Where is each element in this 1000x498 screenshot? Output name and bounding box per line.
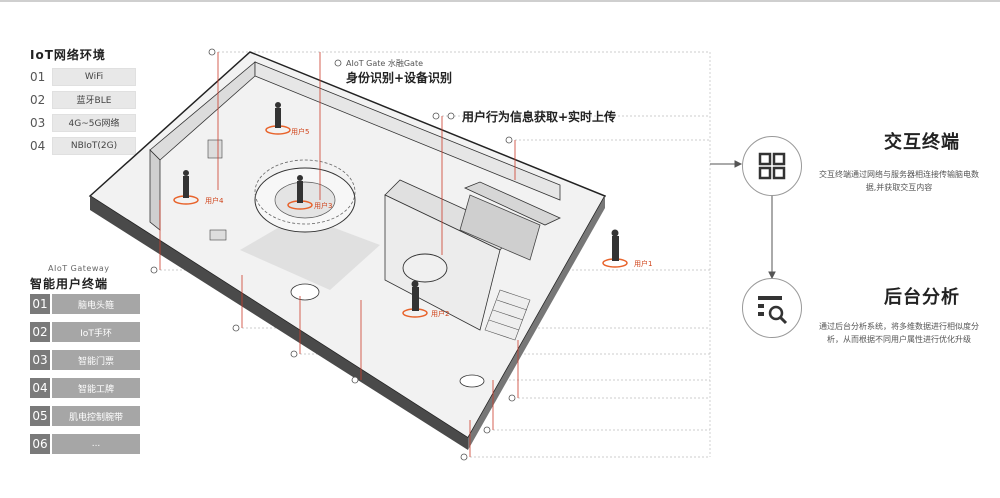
analysis-icon <box>742 278 802 338</box>
gate-label: AIoT Gate 水融Gate <box>346 59 424 68</box>
gateway-item-number: 06 <box>30 434 50 454</box>
pointer-lines <box>159 52 519 457</box>
interaction-terminal-icon <box>742 136 802 196</box>
analysis-desc-line: 析，从而根据不同用户属性进行优化升级 <box>827 335 971 344</box>
gateway-item-number: 05 <box>30 406 50 426</box>
gateway-item-number: 02 <box>30 322 50 342</box>
gateway-item: 03 智能门票 <box>30 350 140 370</box>
stairs <box>484 289 531 341</box>
gateway-item-label: 智能门票 <box>52 350 140 370</box>
iot-item-number: 04 <box>30 138 46 153</box>
user-label: 用户3 <box>314 202 333 210</box>
user-figure <box>402 280 428 318</box>
iot-item: 04 NBIoT(2G) <box>30 136 136 155</box>
interaction-title: 交互终端 <box>884 132 960 153</box>
gateway-item-number: 03 <box>30 350 50 370</box>
iot-item-label: 4G~5G网络 <box>52 113 136 132</box>
building-floor <box>88 51 607 450</box>
analysis-title: 后台分析 <box>884 287 960 308</box>
iot-item-number: 03 <box>30 115 46 130</box>
iot-item-number: 02 <box>30 92 46 107</box>
gateway-item-label: 脑电头箍 <box>52 294 140 314</box>
gateway-section-title: 智能用户终端 <box>30 277 109 291</box>
gateway-subtitle: AIoT Gateway <box>48 264 110 273</box>
iot-item-label: NBIoT(2G) <box>52 136 136 155</box>
gateway-item-label: 智能工牌 <box>52 378 140 398</box>
user-figure <box>287 175 313 210</box>
gateway-item-label: IoT手环 <box>52 322 140 342</box>
user-figure <box>173 170 199 205</box>
gateway-item-number: 01 <box>30 294 50 314</box>
interaction-desc-line: 交互终端通过网络与服务器相连接传输脑电数 <box>819 170 979 179</box>
analysis-desc-line: 通过后台分析系统，将多维数据进行相似度分 <box>819 322 979 331</box>
users <box>173 102 628 318</box>
iot-section-title: IoT网络环境 <box>30 48 106 62</box>
analysis-description: 通过后台分析系统，将多维数据进行相似度分 析，从而根据不同用户属性进行优化升级 <box>810 320 988 346</box>
user-figure <box>602 229 628 268</box>
iot-item: 02 蓝牙BLE <box>30 90 136 109</box>
gateway-item-label: ... <box>52 434 140 454</box>
user-label: 用户1 <box>634 260 653 268</box>
user-label: 用户5 <box>291 128 310 136</box>
top-border <box>0 0 1000 2</box>
gateway-item: 02 IoT手环 <box>30 322 140 342</box>
user-figure <box>265 102 291 135</box>
gateway-item: 04 智能工牌 <box>30 378 140 398</box>
user-label: 用户2 <box>431 310 450 318</box>
right-connectors <box>710 160 776 280</box>
user-label: 用户4 <box>205 197 224 205</box>
iot-item-number: 01 <box>30 69 46 84</box>
interaction-description: 交互终端通过网络与服务器相连接传输脑电数 据,并获取交互内容 <box>810 168 988 194</box>
iot-item: 03 4G~5G网络 <box>30 113 136 132</box>
gateway-item: 01 脑电头箍 <box>30 294 140 314</box>
iot-item-label: WiFi <box>52 67 136 86</box>
iot-item: 01 WiFi <box>30 67 136 86</box>
iot-item-label: 蓝牙BLE <box>52 90 136 109</box>
gateway-item-label: 肌电控制腕带 <box>52 406 140 426</box>
identity-label: 身份识别+设备识别 <box>346 71 453 85</box>
gateway-item-number: 04 <box>30 378 50 398</box>
location-pins <box>150 48 516 461</box>
gateway-item: 06 ... <box>30 434 140 454</box>
gateway-item: 05 肌电控制腕带 <box>30 406 140 426</box>
behavior-label: 用户行为信息获取+实时上传 <box>462 110 617 124</box>
interaction-desc-line: 据,并获取交互内容 <box>865 183 933 192</box>
